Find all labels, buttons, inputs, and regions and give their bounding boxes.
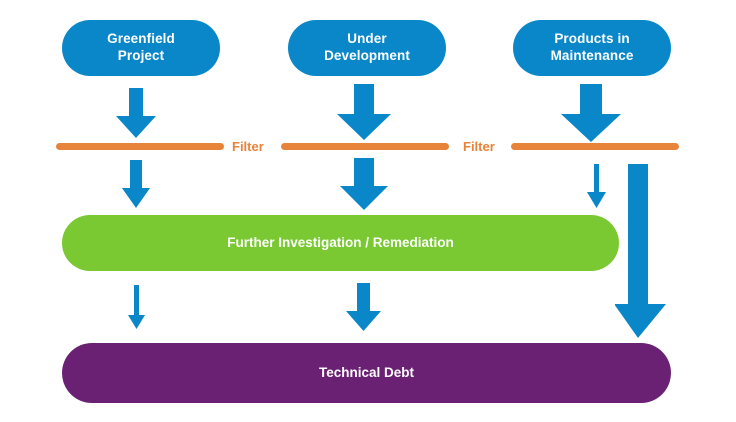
filter-label-right: Filter xyxy=(463,139,495,154)
band-further-investigation-remediation[interactable]: Further Investigation / Remediation xyxy=(62,215,619,271)
filter-bar-right xyxy=(511,143,679,150)
arrow-filter-to-remediation-left xyxy=(120,160,152,210)
source-box-greenfield-project-label: Greenfield Project xyxy=(107,31,175,65)
arrow-filter-to-remediation-right xyxy=(586,164,608,210)
arrow-filter-to-remediation-middle xyxy=(337,158,391,212)
arrow-maintenance-bypass-to-debt xyxy=(615,164,671,340)
source-label-line2: Maintenance xyxy=(550,48,634,63)
source-label-line2: Project xyxy=(117,48,165,63)
band-remediation-label: Further Investigation / Remediation xyxy=(227,234,454,250)
source-label-line2: Development xyxy=(324,48,410,63)
source-label-line1: Greenfield xyxy=(107,31,175,47)
source-box-products-in-maintenance-label: Products in Maintenance xyxy=(551,31,634,65)
arrow-remediation-to-debt-left xyxy=(127,285,147,331)
source-box-under-development[interactable]: Under Development xyxy=(288,20,446,76)
source-label-line1: Under xyxy=(347,31,387,47)
arrow-under-development-to-filter xyxy=(334,84,394,142)
source-box-greenfield-project[interactable]: Greenfield Project xyxy=(62,20,220,76)
arrow-maintenance-to-filter xyxy=(558,84,624,144)
filter-label-left: Filter xyxy=(232,139,264,154)
filter-bar-left xyxy=(56,143,224,150)
arrow-remediation-to-debt-middle xyxy=(344,283,384,333)
arrow-greenfield-to-filter xyxy=(114,88,158,140)
band-technical-debt-label: Technical Debt xyxy=(318,364,415,380)
filter-bar-middle xyxy=(281,143,449,150)
source-box-under-development-label: Under Development xyxy=(324,31,410,65)
source-label-line1: Products in xyxy=(554,31,630,47)
source-box-products-in-maintenance[interactable]: Products in Maintenance xyxy=(513,20,671,76)
band-technical-debt[interactable]: Technical Debt xyxy=(62,343,671,403)
